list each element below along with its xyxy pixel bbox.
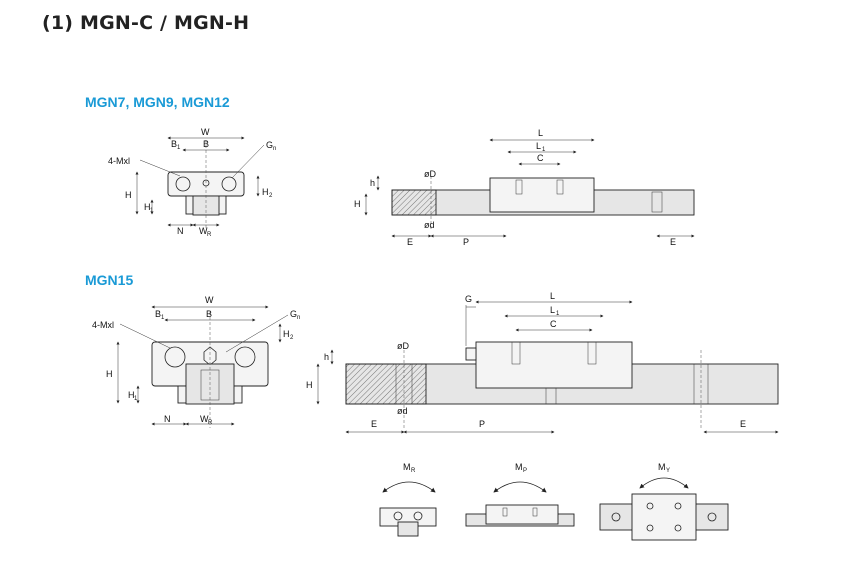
dim-c: C — [537, 153, 544, 163]
dim-h2-large-sub: 2 — [290, 335, 294, 341]
dim-l1-sub: 1 — [542, 147, 546, 153]
dim-h2-large: H — [283, 329, 290, 339]
moment-mr-label: M — [403, 462, 411, 472]
dim-gn-sub: n — [273, 146, 276, 152]
dim-e-right-large: E — [740, 419, 746, 429]
dim-gn-large: G — [290, 309, 297, 319]
dim-l1-large: L — [550, 305, 555, 315]
page-title: (1) MGN-C / MGN-H — [42, 12, 250, 34]
dim-h2-sub: 2 — [269, 193, 273, 199]
dim-phid-big: øD — [424, 169, 436, 179]
dim-b1-sub: 1 — [177, 145, 181, 151]
dim-h-small: h — [370, 178, 375, 188]
dim-h1-large-side: H — [306, 380, 313, 390]
dim-b: B — [203, 139, 209, 149]
dim-l-large: L — [550, 291, 555, 301]
dim-b1: B — [171, 139, 177, 149]
dim-n: N — [177, 226, 184, 236]
dim-h1: H — [144, 202, 151, 212]
dim-h: H — [125, 190, 132, 200]
small-side-view: L L 1 C h H øD ød E P E — [354, 128, 695, 247]
dim-h1-sub: 1 — [150, 208, 154, 214]
dim-gn: G — [266, 140, 273, 150]
moment-my: M Y — [599, 462, 729, 541]
dim-n-large: N — [164, 414, 171, 424]
dim-phid-small: ød — [424, 220, 435, 230]
dim-h1-large-sub: 1 — [134, 396, 138, 402]
dim-b1-large-sub: 1 — [161, 315, 165, 321]
dim-wr-large-sub: R — [208, 420, 213, 426]
moment-my-label: M — [658, 462, 666, 472]
section-title-small: MGN7, MGN9, MGN12 — [85, 94, 230, 110]
dim-l1-large-sub: 1 — [556, 311, 560, 317]
dim-wr-large: W — [200, 414, 209, 424]
dim-h2: H — [262, 187, 269, 197]
dim-b1-large: B — [155, 309, 161, 319]
dim-h-large: H — [106, 369, 113, 379]
dim-e-right: E — [670, 237, 676, 247]
dim-wr-sub: R — [207, 232, 212, 238]
dim-w: W — [201, 127, 210, 137]
dim-c-large: C — [550, 319, 557, 329]
dim-wr: W — [199, 226, 208, 236]
large-side-view: G L L 1 C h H øD ød E P E — [306, 291, 779, 434]
dim-l1: L — [536, 141, 541, 151]
dim-b-large: B — [206, 309, 212, 319]
dim-e-left-large: E — [371, 419, 377, 429]
dim-l: L — [538, 128, 543, 138]
moment-mr-sub: R — [411, 468, 416, 474]
dim-g: G — [465, 294, 472, 304]
dim-h1-side: H — [354, 199, 361, 209]
large-front-view: W B B 1 G n 4-Mxl H H 1 H 2 N W R — [92, 295, 300, 428]
section-title-large: MGN15 — [85, 272, 134, 288]
dim-p: P — [463, 237, 469, 247]
dim-p-large: P — [479, 419, 485, 429]
dim-mx-large: 4-Mxl — [92, 320, 114, 330]
moment-mp: M P — [465, 462, 575, 527]
dim-h1-large: H — [128, 390, 135, 400]
dim-phid-big-large: øD — [397, 341, 409, 351]
dim-gn-large-sub: n — [297, 315, 300, 321]
small-front-view: W B B 1 G n 4-Mxl H H 1 H 2 N W R — [108, 127, 276, 238]
moment-mr: M R — [379, 462, 437, 537]
moment-my-sub: Y — [666, 468, 670, 474]
moment-mp-label: M — [515, 462, 523, 472]
dim-phid-small-large: ød — [397, 406, 408, 416]
dim-mx: 4-Mxl — [108, 156, 130, 166]
dim-e-left: E — [407, 237, 413, 247]
dim-h-large-side: h — [324, 352, 329, 362]
moment-mp-sub: P — [523, 468, 527, 474]
dim-w-large: W — [205, 295, 214, 305]
